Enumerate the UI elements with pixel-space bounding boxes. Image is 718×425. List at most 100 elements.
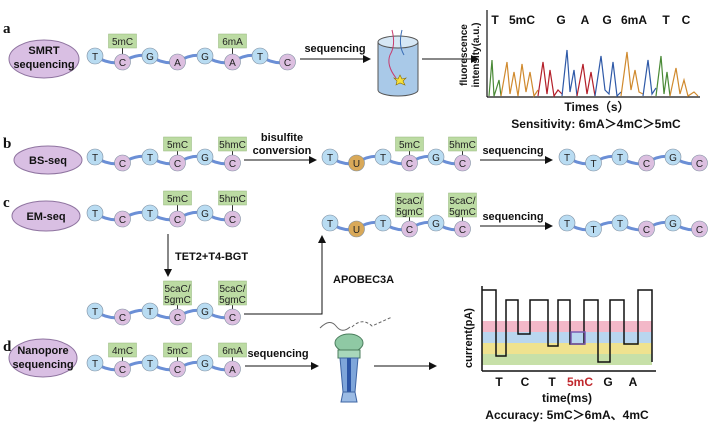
method-label: SMRT xyxy=(28,45,59,57)
panel-a-method: SMRT sequencing xyxy=(8,39,80,79)
base-letter: C xyxy=(696,159,703,170)
base-c xyxy=(114,360,131,378)
base-t xyxy=(585,220,602,238)
base-letter: C xyxy=(174,365,181,376)
base-t xyxy=(585,154,602,172)
base-c xyxy=(638,220,655,238)
base-g xyxy=(141,47,159,65)
method-label: EM-seq xyxy=(26,211,65,223)
trace-label: 5mC xyxy=(509,13,535,27)
panel-d-method: Nanopore sequencing xyxy=(8,338,78,378)
base-letter: T xyxy=(92,52,98,63)
panel-c-arrow2-label: sequencing xyxy=(482,211,543,223)
base-letter: G xyxy=(669,153,677,164)
base-a xyxy=(224,360,241,378)
base-c xyxy=(169,360,186,378)
base-c xyxy=(169,210,186,228)
base-letter: C xyxy=(696,225,703,236)
base-letter: C xyxy=(229,313,236,324)
base-letter: T xyxy=(257,52,263,63)
base-letter: C xyxy=(119,58,126,69)
trace-label: 6mA xyxy=(621,13,647,27)
base-letter: T xyxy=(590,225,596,236)
base-letter: T xyxy=(617,153,623,164)
base-g xyxy=(664,148,682,166)
base-letter: C xyxy=(459,225,466,236)
base-letter: T xyxy=(92,307,98,318)
panel-a-arrow-label: sequencing xyxy=(304,43,365,55)
base-g xyxy=(196,354,214,372)
mod-box xyxy=(108,33,137,49)
base-letter: A xyxy=(229,365,236,376)
base-letter: C xyxy=(406,225,413,236)
base-c xyxy=(401,154,418,172)
mod-label: 5mC xyxy=(167,194,188,205)
base-letter: G xyxy=(201,52,209,63)
base-letter: G xyxy=(432,153,440,164)
x-label: T xyxy=(548,375,556,389)
base-letter: C xyxy=(459,159,466,170)
mod-label: 5gmC xyxy=(449,207,476,218)
base-letter: G xyxy=(432,219,440,230)
base-letter: T xyxy=(147,153,153,164)
panel-d-result: Accuracy: 5mC＞6mA、4mC xyxy=(485,408,649,422)
base-c xyxy=(114,210,131,228)
method-label: BS-seq xyxy=(29,155,67,167)
mod-box xyxy=(108,342,137,358)
panel-c-enzyme1: TET2+T4-BGT xyxy=(175,251,248,263)
base-t xyxy=(86,148,104,166)
base-letter: A xyxy=(174,58,181,69)
base-letter: T xyxy=(327,153,333,164)
base-t xyxy=(374,148,392,166)
base-t xyxy=(141,204,159,222)
base-t xyxy=(141,148,159,166)
base-c xyxy=(224,308,241,326)
base-t xyxy=(374,214,392,232)
mod-label: 5mC xyxy=(112,37,133,48)
nanopore-icon xyxy=(319,316,393,403)
base-letter: T xyxy=(147,307,153,318)
base-t xyxy=(141,354,159,372)
mod-label: 5hmC xyxy=(219,140,246,151)
base-letter: C xyxy=(229,215,236,226)
panel-c-letter: c xyxy=(3,195,10,211)
base-letter: A xyxy=(229,58,236,69)
base-letter: U xyxy=(353,159,360,170)
panel-b-method: BS-seq xyxy=(13,145,83,175)
panel-a-letter: a xyxy=(3,21,11,37)
base-letter: T xyxy=(380,153,386,164)
plot-x-axis-label: time(ms) xyxy=(542,391,592,405)
base-letter: G xyxy=(146,52,154,63)
panel-b-arrow-label: bisulfite xyxy=(261,132,303,144)
base-letter: C xyxy=(174,215,181,226)
panel-b-arrow2-label: sequencing xyxy=(482,145,543,157)
mod-box xyxy=(395,192,424,218)
base-c xyxy=(454,220,471,238)
mod-box xyxy=(448,192,477,218)
method-label: sequencing xyxy=(12,359,73,371)
mod-box xyxy=(218,190,247,206)
plot-y-axis-label: fluorescence xyxy=(459,24,470,86)
base-c xyxy=(454,154,471,172)
plot-y-axis-label: current(pA) xyxy=(463,308,475,368)
method-ellipse xyxy=(8,338,78,378)
base-c xyxy=(401,220,418,238)
base-t xyxy=(321,148,339,166)
trace-label: T xyxy=(491,13,499,27)
base-g xyxy=(427,214,445,232)
base-c xyxy=(224,210,241,228)
x-label: T xyxy=(495,375,503,389)
mod-box xyxy=(448,136,477,152)
method-label: Nanopore xyxy=(17,345,68,357)
base-letter: C xyxy=(229,159,236,170)
base-a xyxy=(224,53,241,71)
base-letter: C xyxy=(643,159,650,170)
base-g xyxy=(196,148,214,166)
base-letter: C xyxy=(119,365,126,376)
